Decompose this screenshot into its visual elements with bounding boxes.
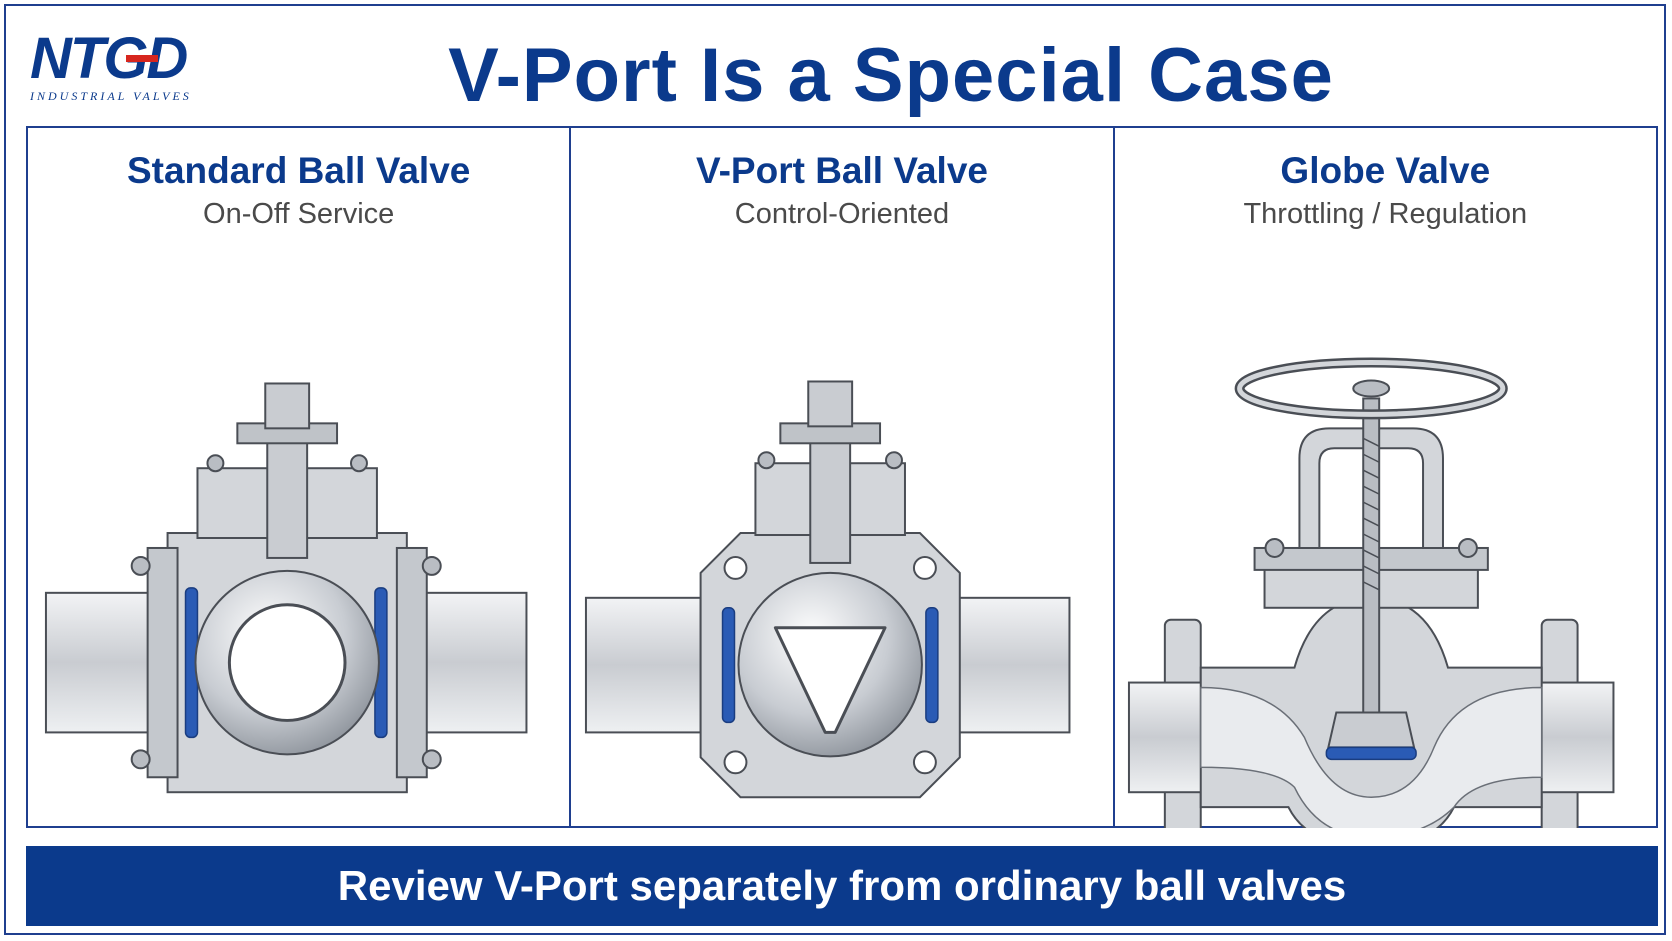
footer-banner: Review V-Port separately from ordinary b… xyxy=(26,846,1658,926)
logo-red-accent xyxy=(126,55,158,62)
flow-passage xyxy=(1199,686,1543,828)
panel-subtitle: On-Off Service xyxy=(203,198,395,230)
bolt-hole-icon xyxy=(723,750,748,775)
bolt-hole-icon xyxy=(723,555,748,580)
bolt-hole-icon xyxy=(913,555,938,580)
bolt-icon xyxy=(1457,538,1478,558)
bolt-icon xyxy=(206,454,225,473)
bolt-icon xyxy=(1264,538,1285,558)
stem-thread xyxy=(1362,437,1380,591)
yoke xyxy=(1298,427,1444,549)
bolt-icon xyxy=(757,451,776,470)
v-port-opening xyxy=(774,626,887,734)
handwheel-hub xyxy=(1351,379,1390,398)
seat-seal-right xyxy=(925,607,939,724)
bolt-icon xyxy=(350,454,368,473)
stem xyxy=(1361,397,1380,719)
disc-seal xyxy=(1325,746,1417,761)
logo-tagline: INDUSTRIAL VALVES xyxy=(29,89,192,103)
panel-globe-valve: Globe Valve Throttling / Regulation xyxy=(1112,128,1656,828)
standard-ball-valve-illustration xyxy=(44,382,528,794)
bolt-hole-icon xyxy=(913,750,938,775)
page-title: V-Port Is a Special Case xyxy=(448,33,1334,118)
v-port-ball-valve-illustration xyxy=(585,380,1071,799)
pipe-left xyxy=(585,596,702,734)
body-flange-right xyxy=(395,546,428,779)
panel-v-port-ball-valve: V-Port Ball Valve Control-Oriented xyxy=(569,128,1112,826)
bolt-icon xyxy=(130,749,151,770)
diagram-frame: NTGD INDUSTRIAL VALVES V-Port Is a Speci… xyxy=(4,4,1666,935)
globe-valve-illustration xyxy=(1127,357,1615,828)
seat-seal-left xyxy=(722,607,736,724)
stem-top xyxy=(264,382,311,430)
panel-title: Standard Ball Valve xyxy=(126,150,471,191)
logo-mark: NTGD xyxy=(30,28,187,91)
brand-logo: NTGD INDUSTRIAL VALVES xyxy=(29,28,192,103)
bolt-icon xyxy=(421,555,442,576)
bolt-icon xyxy=(885,451,904,470)
comparison-panels: Standard Ball Valve On-Off Service xyxy=(26,126,1658,828)
bolt-icon xyxy=(421,749,442,770)
ball-bore xyxy=(227,603,347,722)
body-flange-left xyxy=(146,546,179,779)
pipe-right xyxy=(954,596,1071,734)
valve-disc xyxy=(1326,711,1415,749)
stem-top xyxy=(807,380,854,428)
panel-subtitle: Throttling / Regulation xyxy=(1243,198,1528,230)
bolt-icon xyxy=(130,555,151,576)
panel-title: Globe Valve xyxy=(1280,150,1491,191)
handwheel-rim xyxy=(1236,360,1505,417)
panel-subtitle: Control-Oriented xyxy=(734,198,950,230)
panel-standard-ball-valve: Standard Ball Valve On-Off Service xyxy=(28,128,569,826)
panel-title: V-Port Ball Valve xyxy=(695,150,988,191)
